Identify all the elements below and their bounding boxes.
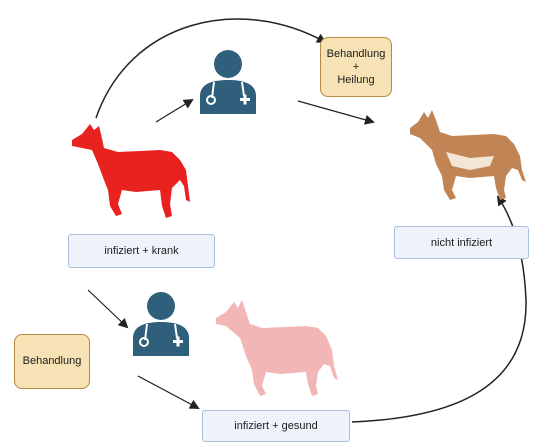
carrier-dog-icon [216, 300, 338, 396]
treatment-healing-line3: Heilung [337, 73, 375, 86]
arrow-doctor-to-healthy [297, 100, 375, 125]
arrow-doctor-to-carrier-label [137, 375, 200, 409]
treatment-label: Behandlung [22, 355, 82, 367]
treatment-healing-line2: + [352, 60, 360, 73]
healthy-dog-icon [410, 110, 526, 200]
infected-sick-label: infiziert + krank [68, 234, 215, 268]
infected-healthy-label: infiziert + gesund [202, 410, 350, 442]
not-infected-text: nicht infiziert [430, 236, 493, 249]
infected-sick-text: infiziert + krank [104, 245, 179, 257]
not-infected-label: nicht infiziert [394, 226, 529, 259]
arrow-sick-to-treatment-healing [95, 18, 327, 119]
doctor-icon [200, 50, 256, 114]
treatment-healing-line1: Behandlung [326, 47, 386, 60]
arrow-label-to-doctor-bottom [87, 289, 129, 329]
doctor-icon [133, 292, 189, 356]
treatment-box: Behandlung [14, 334, 90, 389]
infected-healthy-text: infiziert + gesund [234, 420, 318, 432]
treatment-healing-box: Behandlung + Heilung [320, 37, 392, 97]
sick-dog-icon [72, 124, 190, 218]
arrow-sick-to-doctor-top [155, 98, 194, 123]
